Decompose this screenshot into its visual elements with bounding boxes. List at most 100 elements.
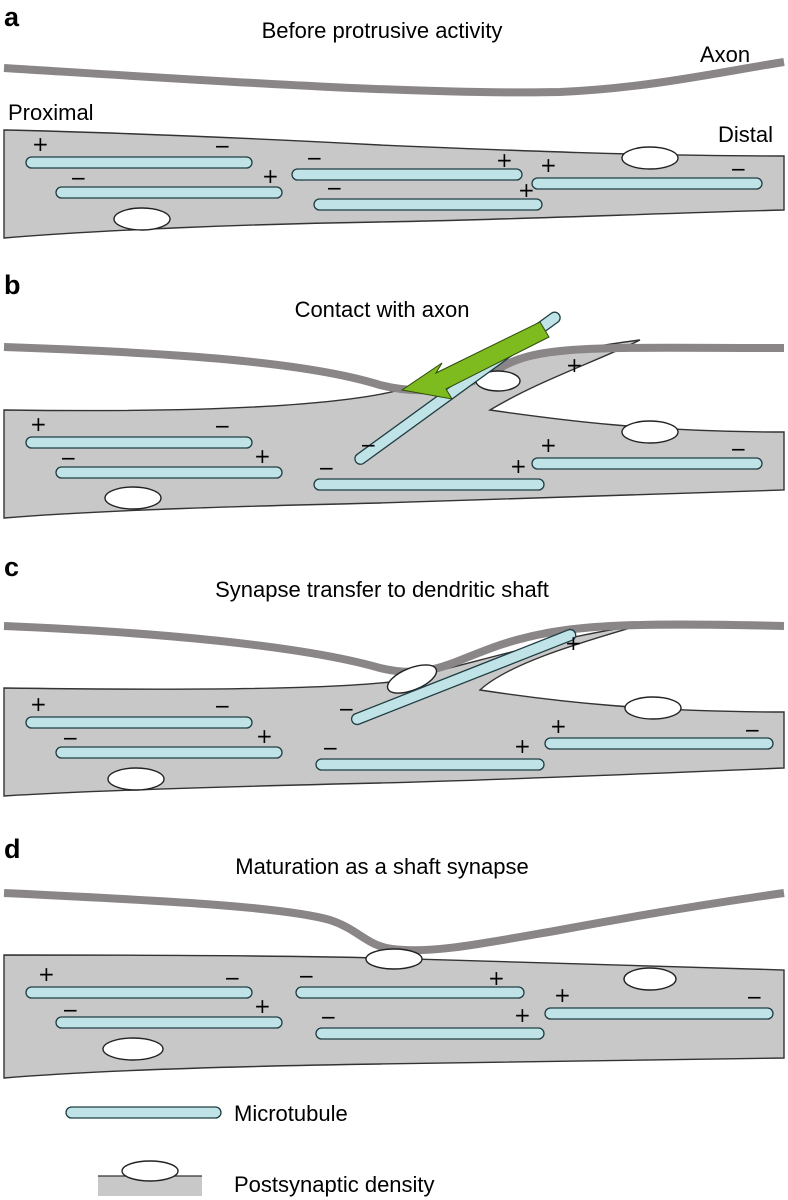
minus-sign: − [322,736,339,760]
axon [3,889,785,955]
microtubule [350,628,577,726]
microtubule [313,478,545,491]
legend: Microtubule Postsynaptic density [65,1101,435,1197]
legend-dendrite-swatch [98,1176,202,1196]
axon-label: Axon [700,42,750,67]
microtubules [25,986,774,1040]
axon [3,343,785,395]
microtubule [55,186,283,199]
legend-psd-swatch [121,1160,179,1182]
minus-sign: − [746,985,763,1009]
minus-sign: − [320,1005,337,1029]
plus-sign: + [254,994,271,1018]
minus-sign: − [306,146,323,170]
plus-sign: + [540,433,557,457]
minus-sign: − [60,446,77,470]
panel-letter-c: c [4,552,19,582]
postsynaptic-density [113,207,171,231]
plus-sign: + [262,164,279,188]
postsynaptic-density [624,696,682,720]
panel-b-title: Contact with axon [295,297,470,322]
plus-sign: + [256,724,273,748]
minus-sign: − [360,433,377,457]
microtubule [55,1016,283,1029]
plus-sign: + [518,178,535,202]
minus-sign: − [730,437,747,461]
proximal-label: Proximal [8,100,94,125]
plus-sign: + [554,983,571,1007]
plus-sign: + [566,353,583,377]
panel-c: c Synapse transfer to dendritic shaft + … [3,552,785,797]
plus-sign: + [30,412,47,436]
polarity-signs: + − − + − + − + + − [38,962,763,1029]
contact-arrow-icon [400,321,550,400]
plus-sign: + [38,962,55,986]
polarity-signs: + − − + − + − + + − [30,631,761,760]
microtubule [291,168,523,181]
minus-sign: − [70,166,87,190]
panel-a-title: Before protrusive activity [262,18,503,43]
minus-sign: − [298,964,315,988]
plus-sign: + [254,444,271,468]
plus-sign: + [565,631,582,655]
panel-b: b Contact with axon + − − + − + − + + − [3,270,785,519]
distal-label: Distal [718,122,773,147]
microtubule [315,1027,545,1040]
microtubule [295,986,525,999]
microtubule [55,466,283,479]
microtubule [25,986,253,999]
minus-sign: − [62,998,79,1022]
panel-letter-d: d [4,834,21,864]
postsynaptic-density [621,146,679,170]
microtubule [25,156,253,169]
plus-sign: + [514,1003,531,1027]
postsynaptic-density [104,486,162,510]
microtubule [55,746,283,759]
postsynaptic-density [102,1037,164,1061]
minus-sign: − [744,718,761,742]
legend-microtubule-label: Microtubule [234,1101,348,1126]
microtubule [313,198,543,211]
plus-sign: + [550,714,567,738]
panel-letter-b: b [4,270,21,300]
minus-sign: − [214,134,231,158]
minus-sign: − [730,157,747,181]
legend-psd-label: Postsynaptic density [234,1172,435,1197]
microtubule [25,716,253,729]
microtubule [531,457,763,470]
plus-sign: + [32,132,49,156]
microtubule [531,177,763,190]
microtubule [544,737,774,750]
panel-letter-a: a [4,2,20,32]
minus-sign: − [62,726,79,750]
plus-sign: + [514,734,531,758]
polarity-signs: + − − + − + − + + − [32,132,747,202]
panel-c-title: Synapse transfer to dendritic shaft [215,577,549,602]
minus-sign: − [224,966,241,990]
microtubules [25,156,763,211]
microtubule [315,758,545,771]
minus-sign: − [338,697,355,721]
microtubule [544,1007,774,1020]
panel-a: a Before protrusive activity Axon Proxim… [3,2,785,239]
panel-d-title: Maturation as a shaft synapse [235,854,529,879]
postsynaptic-density [623,967,677,991]
postsynaptic-density [621,420,679,444]
plus-sign: + [488,966,505,990]
minus-sign: − [318,456,335,480]
axon [3,620,785,676]
plus-sign: + [510,454,527,478]
panel-d: d Maturation as a shaft synapse + − − + … [3,834,785,1079]
minus-sign: − [214,414,231,438]
legend-microtubule-swatch [65,1106,222,1119]
plus-sign: + [540,153,557,177]
postsynaptic-density [107,767,165,791]
plus-sign: + [496,148,513,172]
postsynaptic-density [365,948,423,970]
plus-sign: + [30,692,47,716]
axon [3,58,785,97]
microtubule [25,436,253,449]
microtubules [25,628,774,771]
minus-sign: − [214,694,231,718]
